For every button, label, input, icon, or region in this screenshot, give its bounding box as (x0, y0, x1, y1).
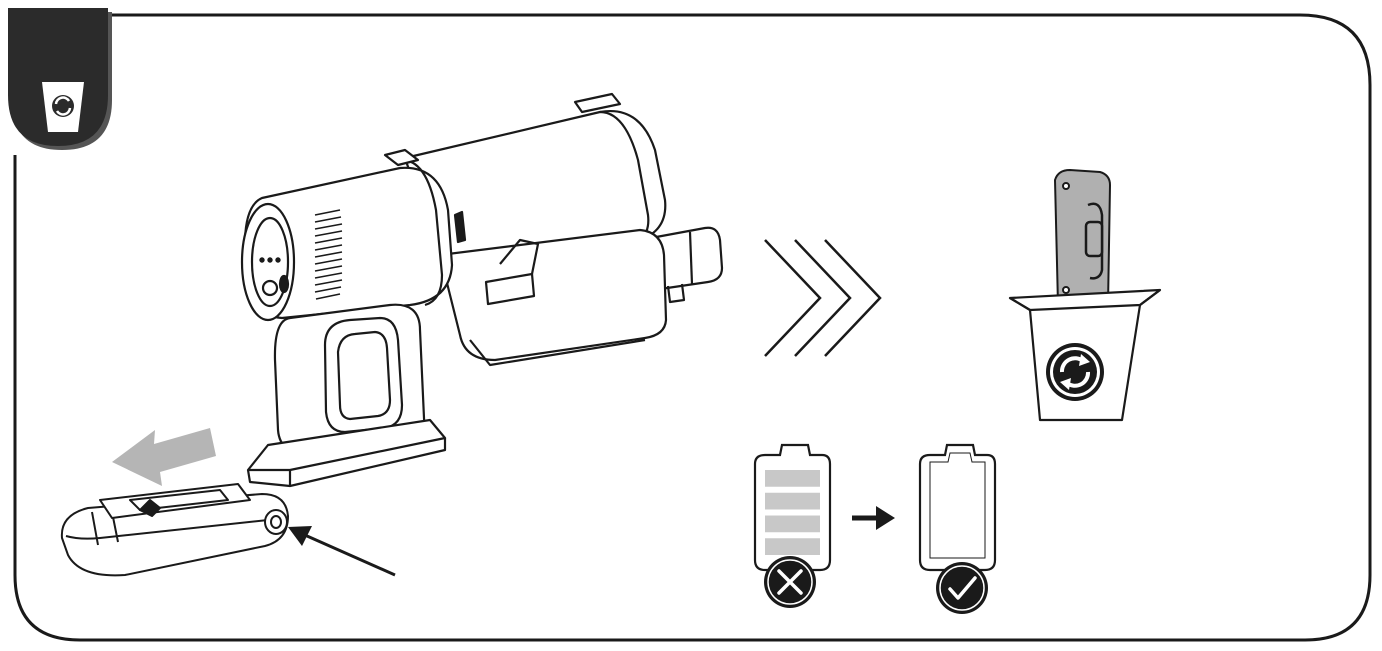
lower-housing (438, 228, 668, 362)
recycle-bin-icon (42, 82, 84, 132)
cross-circle-icon (764, 556, 816, 608)
frame-border (13, 13, 1372, 642)
corner-badge (8, 8, 112, 150)
check-circle-icon (936, 562, 988, 614)
control-panel (240, 202, 296, 322)
recycle-bin (1008, 168, 1162, 422)
battery-bar (765, 492, 820, 510)
battery-full-icon (753, 443, 832, 572)
handle-grip-opening (323, 316, 404, 434)
triple-chevron-right-icon (764, 239, 882, 357)
battery-in-bin (1053, 168, 1112, 306)
recycle-icon (1046, 343, 1104, 401)
arrow-left-icon (112, 428, 216, 486)
battery-pack (60, 483, 289, 577)
battery-bar (765, 515, 820, 533)
battery-bar (765, 470, 820, 487)
battery-fill-bars (765, 470, 820, 555)
battery-bar (765, 538, 820, 555)
motor-vents (314, 209, 343, 300)
battery-empty-icon (918, 443, 997, 572)
battery-mount-base (246, 418, 447, 472)
arrow-right-icon (852, 506, 895, 530)
vacuum-handheld (240, 92, 724, 488)
pointer-arrow-icon (288, 526, 396, 577)
